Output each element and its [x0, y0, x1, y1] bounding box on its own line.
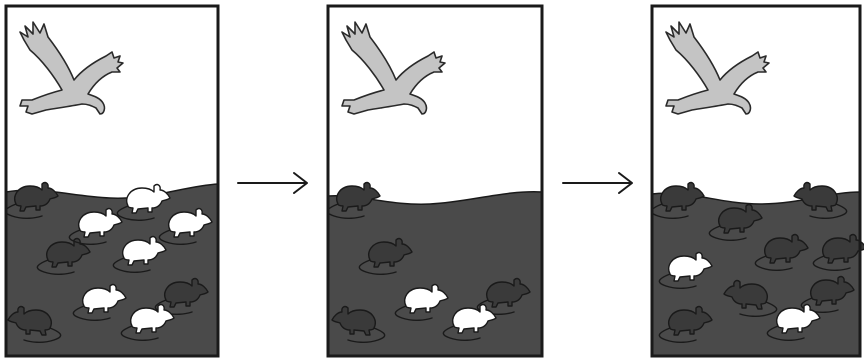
arrow-right-icon — [563, 173, 632, 193]
arrow-right-icon — [238, 173, 307, 193]
panel-before — [5, 6, 218, 356]
panel-next-generation — [651, 6, 864, 356]
panel-after-predation — [327, 6, 542, 356]
